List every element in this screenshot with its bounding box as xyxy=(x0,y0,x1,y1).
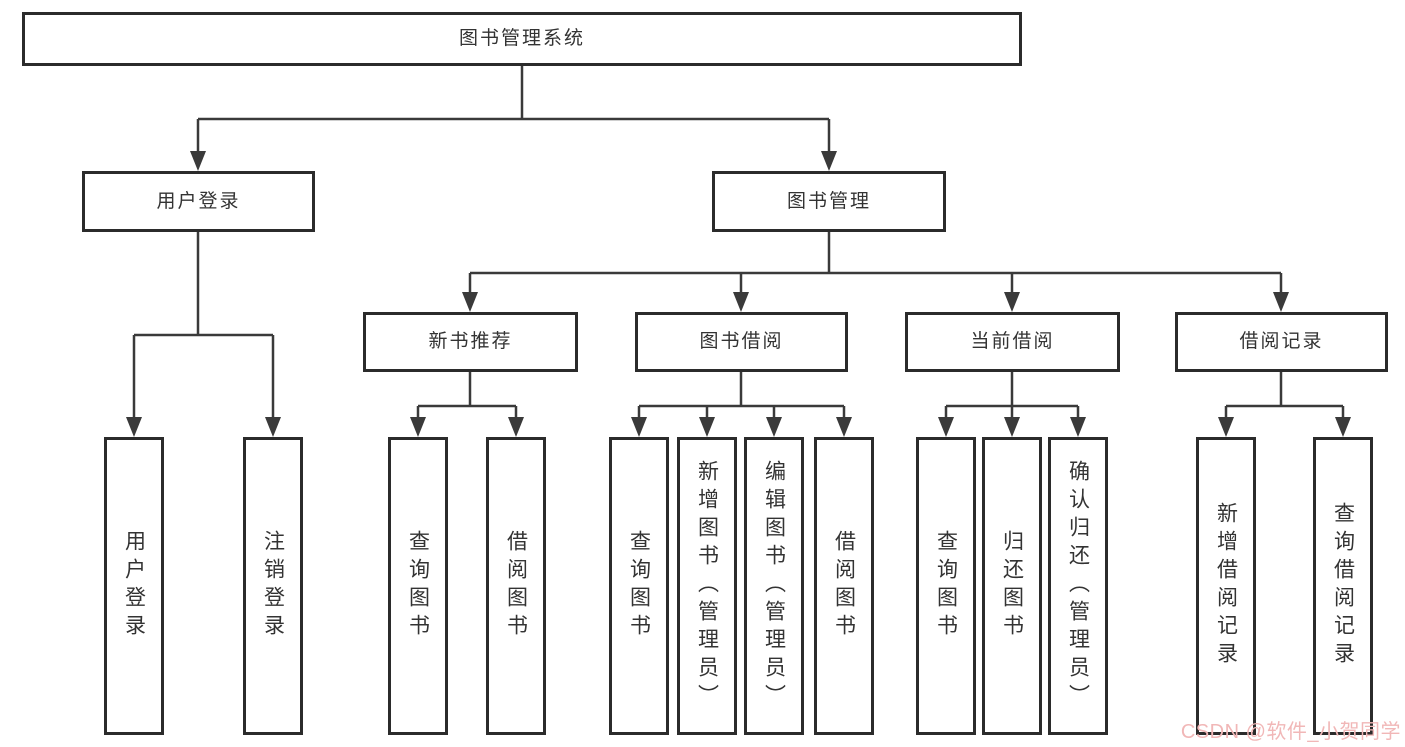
leaf-cb-return-books: 归还图书 xyxy=(982,437,1042,735)
leaf-cb-confirm-return-admin: 确认归还（管理员） xyxy=(1048,437,1108,735)
leaf-logout: 注销登录 xyxy=(243,437,303,735)
leaf-br-query-record: 查询借阅记录 xyxy=(1313,437,1373,735)
leaf-bb-borrow-books: 借阅图书 xyxy=(814,437,874,735)
node-current-borrowing: 当前借阅 xyxy=(905,312,1120,372)
leaf-br-add-record: 新增借阅记录 xyxy=(1196,437,1256,735)
node-book-management: 图书管理 xyxy=(712,171,946,232)
node-new-book-recommend: 新书推荐 xyxy=(363,312,578,372)
leaf-cb-query-books: 查询图书 xyxy=(916,437,976,735)
node-borrow-records: 借阅记录 xyxy=(1175,312,1388,372)
leaf-nbr-query-books: 查询图书 xyxy=(388,437,448,735)
leaf-bb-add-books-admin: 新增图书（管理员） xyxy=(677,437,737,735)
leaf-bb-edit-books-admin: 编辑图书（管理员） xyxy=(744,437,804,735)
node-user-login: 用户登录 xyxy=(82,171,315,232)
node-book-borrowing: 图书借阅 xyxy=(635,312,848,372)
node-system-root: 图书管理系统 xyxy=(22,12,1022,66)
leaf-user-login: 用户登录 xyxy=(104,437,164,735)
leaf-bb-query-books: 查询图书 xyxy=(609,437,669,735)
csdn-watermark: CSDN @软件_小贺同学 xyxy=(1180,721,1401,743)
leaf-nbr-borrow-books: 借阅图书 xyxy=(486,437,546,735)
